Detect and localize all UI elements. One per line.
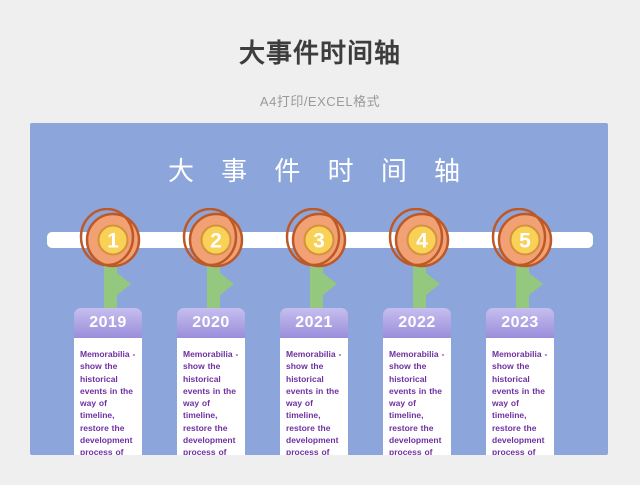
year-label: 2019 bbox=[74, 308, 142, 338]
preview-header: 大事件时间轴 A4打印/EXCEL格式 bbox=[0, 0, 640, 123]
marker-number: 1 bbox=[107, 230, 119, 253]
year-card-body: Memorabilia - show the historical events… bbox=[383, 338, 451, 455]
event-description: Memorabilia - show the historical events… bbox=[183, 349, 239, 455]
flag-stem-icon bbox=[104, 261, 131, 311]
timeline-marker-icon: 5 bbox=[491, 208, 553, 268]
timeline-columns: 1 2019 Memorabilia - show the historical… bbox=[30, 123, 608, 455]
flag-stem-icon bbox=[413, 261, 440, 311]
year-label: 2022 bbox=[383, 308, 451, 338]
year-label: 2020 bbox=[177, 308, 245, 338]
timeline-column: 2 2020 Memorabilia - show the historical… bbox=[161, 123, 265, 455]
page-subtitle: A4打印/EXCEL格式 bbox=[259, 94, 381, 109]
marker-number: 5 bbox=[519, 230, 531, 253]
year-card-body: Memorabilia - show the historical events… bbox=[280, 338, 348, 455]
event-description: Memorabilia - show the historical events… bbox=[389, 349, 445, 455]
year-card-body: Memorabilia - show the historical events… bbox=[486, 338, 554, 455]
event-description: Memorabilia - show the historical events… bbox=[492, 349, 548, 455]
year-card-body: Memorabilia - show the historical events… bbox=[177, 338, 245, 455]
poster-title: 大 事 件 时 间 轴 bbox=[167, 156, 471, 186]
timeline-column: 4 2022 Memorabilia - show the historical… bbox=[367, 123, 471, 455]
timeline-column: 1 2019 Memorabilia - show the historical… bbox=[58, 123, 162, 455]
marker-number: 3 bbox=[313, 230, 325, 253]
page-title: 大事件时间轴 bbox=[238, 38, 401, 68]
event-description: Memorabilia - show the historical events… bbox=[80, 349, 136, 455]
flag-stem-icon bbox=[310, 261, 337, 311]
flag-stem-icon bbox=[516, 261, 543, 311]
year-label: 2023 bbox=[486, 308, 554, 338]
marker-number: 4 bbox=[416, 230, 428, 253]
timeline-column: 3 2021 Memorabilia - show the historical… bbox=[264, 123, 368, 455]
year-card: 2021 Memorabilia - show the historical e… bbox=[280, 308, 348, 455]
timeline-marker-icon: 1 bbox=[79, 208, 141, 268]
year-card: 2019 Memorabilia - show the historical e… bbox=[74, 308, 142, 455]
year-card-body: Memorabilia - show the historical events… bbox=[74, 338, 142, 455]
flag-stem-icon bbox=[207, 261, 234, 311]
event-description: Memorabilia - show the historical events… bbox=[286, 349, 342, 455]
timeline-column: 5 2023 Memorabilia - show the historical… bbox=[470, 123, 574, 455]
marker-number: 2 bbox=[210, 230, 222, 253]
year-card: 2020 Memorabilia - show the historical e… bbox=[177, 308, 245, 455]
year-label: 2021 bbox=[280, 308, 348, 338]
timeline-marker-icon: 3 bbox=[285, 208, 347, 268]
year-card: 2023 Memorabilia - show the historical e… bbox=[486, 308, 554, 455]
timeline-poster-panel: 大 事 件 时 间 轴 1 2019 Memorabilia - show th… bbox=[30, 123, 608, 455]
timeline-marker-icon: 4 bbox=[388, 208, 450, 268]
timeline-marker-icon: 2 bbox=[182, 208, 244, 268]
year-card: 2022 Memorabilia - show the historical e… bbox=[383, 308, 451, 455]
